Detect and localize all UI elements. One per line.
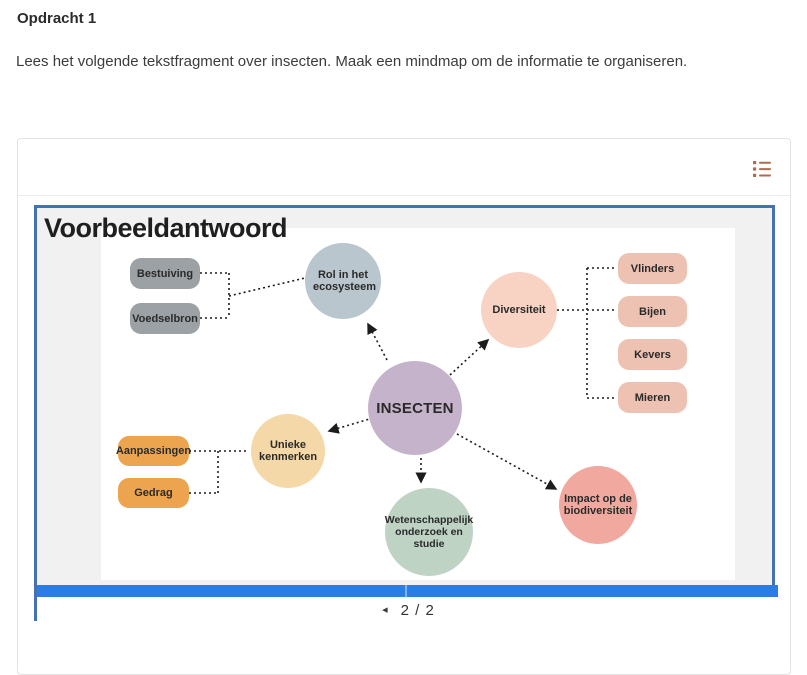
slide-progress-bar[interactable] xyxy=(37,585,778,597)
slide-index-button[interactable] xyxy=(752,159,772,179)
slide-pager: ◂ 2 / 2 xyxy=(37,597,778,624)
page-indicator: 2 / 2 xyxy=(400,602,435,619)
branch-label: Wetenschappelijk onderzoek en studie xyxy=(384,514,474,550)
branch-label: Rol in het ecosysteem xyxy=(313,269,376,293)
mindmap-child-voedselbron: Voedselbron xyxy=(130,303,200,334)
mindmap-child-aanpassingen: Aanpassingen xyxy=(116,436,191,466)
mindmap-child-gedrag: Gedrag xyxy=(118,478,189,508)
exercise-card: Voorbeeldantwoord Bestuiving xyxy=(17,138,791,675)
page-title: Opdracht 1 xyxy=(17,10,97,27)
viewer-toolbar xyxy=(18,139,790,196)
mindmap-child-bestuiving: Bestuiving xyxy=(130,258,200,289)
mindmap-child-bijen: Bijen xyxy=(618,296,687,327)
mindmap-branch-wetenschappelijk-onderzoek: Wetenschappelijk onderzoek en studie xyxy=(385,488,473,576)
previous-slide-button[interactable]: ◂ xyxy=(382,604,388,616)
mindmap-center-insecten: INSECTEN xyxy=(368,361,462,455)
mindmap-branch-impact-biodiversiteit: Impact op de biodiversiteit xyxy=(559,466,637,544)
assignment-instruction: Lees het volgende tekstfragment over ins… xyxy=(16,53,688,70)
mindmap-branch-unieke-kenmerken: Unieke kenmerken xyxy=(251,414,325,488)
mindmap-child-vlinders: Vlinders xyxy=(618,253,687,284)
mindmap-child-kevers: Kevers xyxy=(618,339,687,370)
slide-title: Voorbeeldantwoord xyxy=(44,213,288,243)
branch-label: Unieke kenmerken xyxy=(258,439,318,463)
list-index-icon xyxy=(752,161,772,182)
mindmap-branch-rol-in-het-ecosysteem: Rol in het ecosysteem xyxy=(305,243,381,319)
branch-label: Impact op de biodiversiteit xyxy=(563,493,633,517)
slide-viewer: Voorbeeldantwoord Bestuiving xyxy=(34,205,778,624)
mindmap-branch-diversiteit: Diversiteit xyxy=(481,272,557,348)
progress-segment-divider xyxy=(404,585,407,597)
mindmap-child-mieren: Mieren xyxy=(618,382,687,413)
